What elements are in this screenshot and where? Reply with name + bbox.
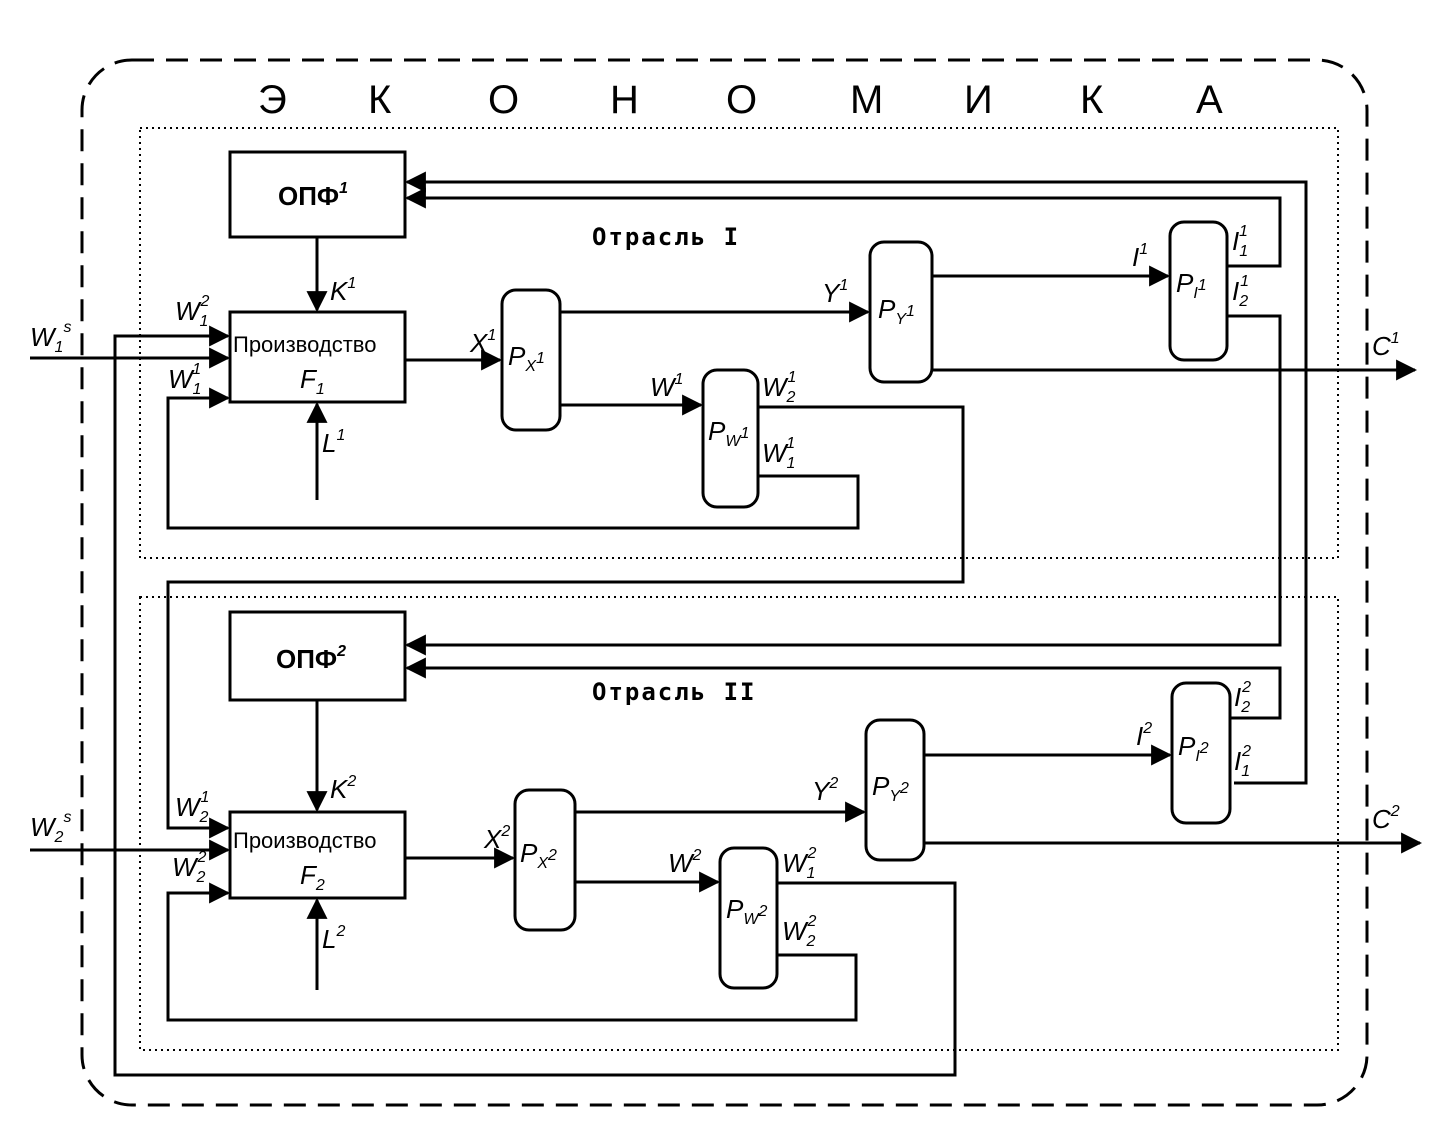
x1-label: X1 [469,327,496,358]
py2-box [864,718,926,862]
w12-input-label: W12 [175,293,209,330]
y2-label: Y2 [812,775,838,806]
pi1-label: PI1 [1176,268,1207,302]
production2-name: Производство [233,828,376,853]
title-letter: О [726,78,757,122]
pi2-label: PI2 [1178,731,1209,765]
pw2-label: PW2 [726,894,767,928]
i11-label: I11 [1232,223,1248,260]
title-letter: К [368,78,392,122]
k1-label: K1 [330,275,356,306]
px1-label: PX1 [508,341,545,375]
w2-label: W2 [668,847,702,878]
title-letter: К [1080,78,1104,122]
title-letter: А [1196,78,1223,122]
opf2-box [228,610,407,702]
w1s-label: W1s [30,319,71,356]
branch1-connections [30,171,1418,839]
production1-func: F1 [300,364,325,398]
l2-label: L2 [322,923,345,954]
economy-title: Э К О Н О М И К А [258,78,1223,122]
title-letter: О [488,78,519,122]
title-letter: И [964,78,993,122]
pw1-label: PW1 [708,416,749,450]
c2-label: C2 [1372,803,1400,834]
w22-output-label: W22 [782,913,816,950]
opf1-label: ОПФ1 [278,180,348,211]
l1-label: L1 [322,427,345,458]
title-letter: Н [610,78,639,122]
w21-input-label: W21 [175,789,209,826]
production1-name: Производство [233,332,376,357]
i2-label: I2 [1136,720,1152,751]
production2-box [228,810,407,900]
title-letter: Э [258,78,287,122]
w1-label: W1 [650,371,683,402]
branch1-boundary [139,127,1339,559]
pw1-box [701,368,760,509]
w22-input-label: W22 [172,849,206,886]
i12-label: I12 [1234,743,1251,780]
branch1-label: Отрасль I [592,223,740,251]
opf2-label: ОПФ2 [276,643,346,674]
production2-func: F2 [300,860,325,894]
py2-label: PY2 [872,771,909,805]
w12-output-label: W12 [782,845,816,882]
i1-label: I1 [1132,241,1148,272]
w11-output-label: W11 [762,435,795,472]
branch2-label: Отрасль II [592,678,757,706]
py1-label: PY1 [878,294,915,328]
w2s-label: W2s [30,809,71,846]
economy-boundary [80,58,1369,1107]
w21-output-label: W21 [762,369,796,406]
pi1-box [1168,220,1229,362]
branch2-connections [30,325,1423,1077]
pw2-box [718,846,779,990]
c1-label: C1 [1372,330,1400,361]
k2-label: K2 [330,773,356,804]
w11-input-label: W11 [168,361,201,398]
x2-label: X2 [483,823,510,854]
i22-label: I22 [1234,679,1251,716]
i21-label: I21 [1232,273,1249,310]
title-letter: М [850,78,883,122]
branch2-boundary [139,596,1339,1051]
px2-label: PX2 [520,838,557,872]
y1-label: Y1 [822,277,848,308]
